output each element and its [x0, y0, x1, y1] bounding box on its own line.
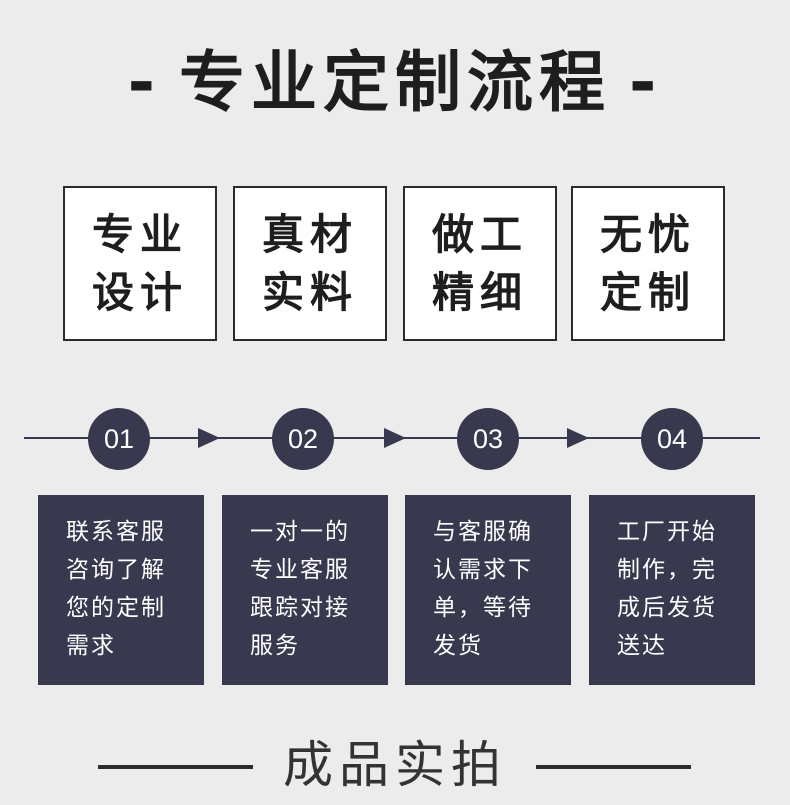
title-dash-right: -	[629, 44, 663, 121]
step-text-line: 制作，完	[617, 557, 717, 583]
feature-line: 实料	[261, 267, 358, 317]
step-text-line: 单，等待	[433, 595, 533, 621]
step-text-line: 认需求下	[433, 557, 533, 583]
step-number-3: 03	[457, 408, 519, 470]
step-text-line: 服务	[250, 633, 300, 659]
step-card-2: 一对一的 专业客服 跟踪对接 服务	[222, 495, 388, 685]
step-text-line: 需求	[66, 633, 116, 659]
step-text-line: 送达	[617, 633, 667, 659]
step-text-line: 成后发货	[617, 595, 717, 621]
step-text-line: 一对一的	[250, 519, 350, 545]
feature-line: 真材	[261, 209, 358, 259]
feature-line: 无忧	[599, 209, 696, 259]
arrow-right-icon	[198, 428, 220, 448]
step-text-line: 发货	[433, 633, 483, 659]
divider-right	[536, 765, 691, 769]
feature-line: 做工	[431, 209, 528, 259]
feature-line: 专业	[91, 209, 188, 259]
feature-box-material: 真材 实料	[233, 186, 387, 341]
step-text-line: 联系客服	[66, 519, 166, 545]
title-dash-left: -	[127, 44, 161, 121]
step-text-line: 跟踪对接	[250, 595, 350, 621]
step-text-line: 专业客服	[250, 557, 350, 583]
step-card-4: 工厂开始 制作，完 成后发货 送达	[589, 495, 755, 685]
feature-box-custom: 无忧 定制	[571, 186, 725, 341]
step-text-line: 咨询了解	[66, 557, 166, 583]
feature-line: 精细	[431, 267, 528, 317]
step-number-4: 04	[641, 408, 703, 470]
arrow-right-icon	[567, 428, 589, 448]
title-text: 专业定制流程	[179, 44, 611, 121]
feature-line: 定制	[599, 267, 696, 317]
step-card-1: 联系客服 咨询了解 您的定制 需求	[38, 495, 204, 685]
step-text-line: 您的定制	[66, 595, 166, 621]
feature-box-design: 专业 设计	[63, 186, 217, 341]
step-text-line: 与客服确	[433, 519, 533, 545]
feature-line: 设计	[91, 267, 188, 317]
divider-left	[98, 765, 253, 769]
feature-box-craft: 做工 精细	[403, 186, 557, 341]
step-card-3: 与客服确 认需求下 单，等待 发货	[405, 495, 571, 685]
step-number-2: 02	[272, 408, 334, 470]
arrow-right-icon	[384, 428, 406, 448]
page-title: -专业定制流程-	[0, 38, 790, 128]
step-number-1: 01	[88, 408, 150, 470]
section-title-photos: 成品实拍	[283, 736, 507, 794]
step-text-line: 工厂开始	[617, 519, 717, 545]
